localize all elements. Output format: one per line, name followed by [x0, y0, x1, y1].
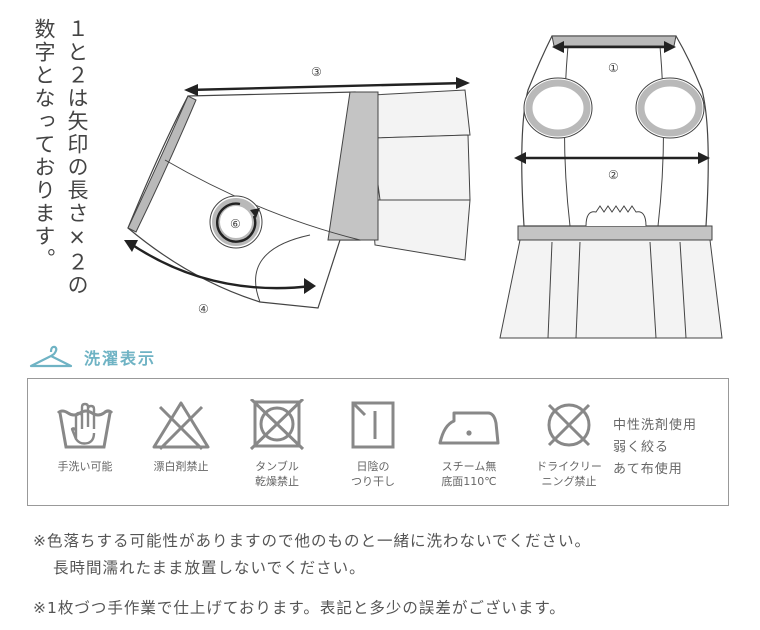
side-waist-band [327, 91, 379, 241]
care-label: 漂白剤禁止 [153, 460, 209, 473]
side-neck-trim [127, 95, 197, 233]
measure-label-3: ③ [311, 65, 322, 79]
no-dry-clean-icon [547, 403, 591, 447]
care-item-no-dry-clean: ドライクリー ニング禁止 [524, 399, 614, 489]
measure-label-1: ① [608, 61, 619, 75]
front-neck-trim [551, 35, 677, 47]
hand-wash-icon [56, 402, 114, 449]
hanger-icon [29, 345, 73, 368]
side-view-diagram: ⑥ ③ ④ [124, 65, 471, 316]
front-view-diagram: ① ② [499, 35, 723, 339]
care-label: ドライクリー ニング禁止 [536, 460, 602, 488]
detergent-note: 中性洗剤使用 弱く絞る あて布使用 [613, 418, 698, 477]
care-heading: 洗濯表示 [28, 340, 156, 374]
care-item-hand-wash: 手洗い可能 [40, 399, 130, 474]
care-label: 手洗い可能 [57, 460, 113, 473]
measure-label-4: ④ [198, 302, 209, 316]
care-item-no-bleach: 漂白剤禁止 [136, 399, 226, 474]
front-leg-hole-left [523, 77, 593, 139]
measure-label-6: ⑥ [230, 217, 241, 231]
front-waist-band [517, 225, 713, 241]
note-line3: ※1枚づつ手作業で仕上げております。表記と多少の誤差がございます。 [33, 599, 566, 617]
vertical-note-line1: １と２は矢印の長さ×２の [65, 18, 89, 297]
vertical-note-line2: 数字となっております。 [32, 18, 56, 271]
no-tumble-dry-icon [249, 399, 305, 451]
care-item-no-tumble-dry: タンブル 乾燥禁止 [232, 399, 322, 489]
care-item-steam-iron: スチーム無 底面110℃ [424, 399, 514, 489]
care-label: スチーム無 底面110℃ [441, 460, 497, 488]
note-line2: 長時間濡れたまま放置しないでください。 [53, 559, 366, 577]
care-label: 日陰の つり干し [351, 460, 395, 488]
measure-label-2: ② [608, 168, 619, 182]
no-bleach-icon [152, 401, 210, 451]
side-skirt [371, 89, 471, 261]
front-skirt [499, 239, 723, 339]
care-title: 洗濯表示 [84, 349, 157, 368]
steam-iron-icon [438, 411, 500, 445]
care-symbols-box: 手洗い可能 漂白剤禁止 タンブル 乾燥禁止 日陰の つり干し スチーム無 [27, 378, 729, 506]
note-line1: ※色落ちする可能性がありますので他のものと一緒に洗わないでください。 [33, 532, 592, 550]
care-item-shade-line-dry: 日陰の つり干し [328, 399, 418, 489]
shade-line-dry-icon [351, 401, 395, 449]
care-label: タンブル 乾燥禁止 [255, 460, 299, 488]
front-leg-hole-right [635, 77, 705, 139]
